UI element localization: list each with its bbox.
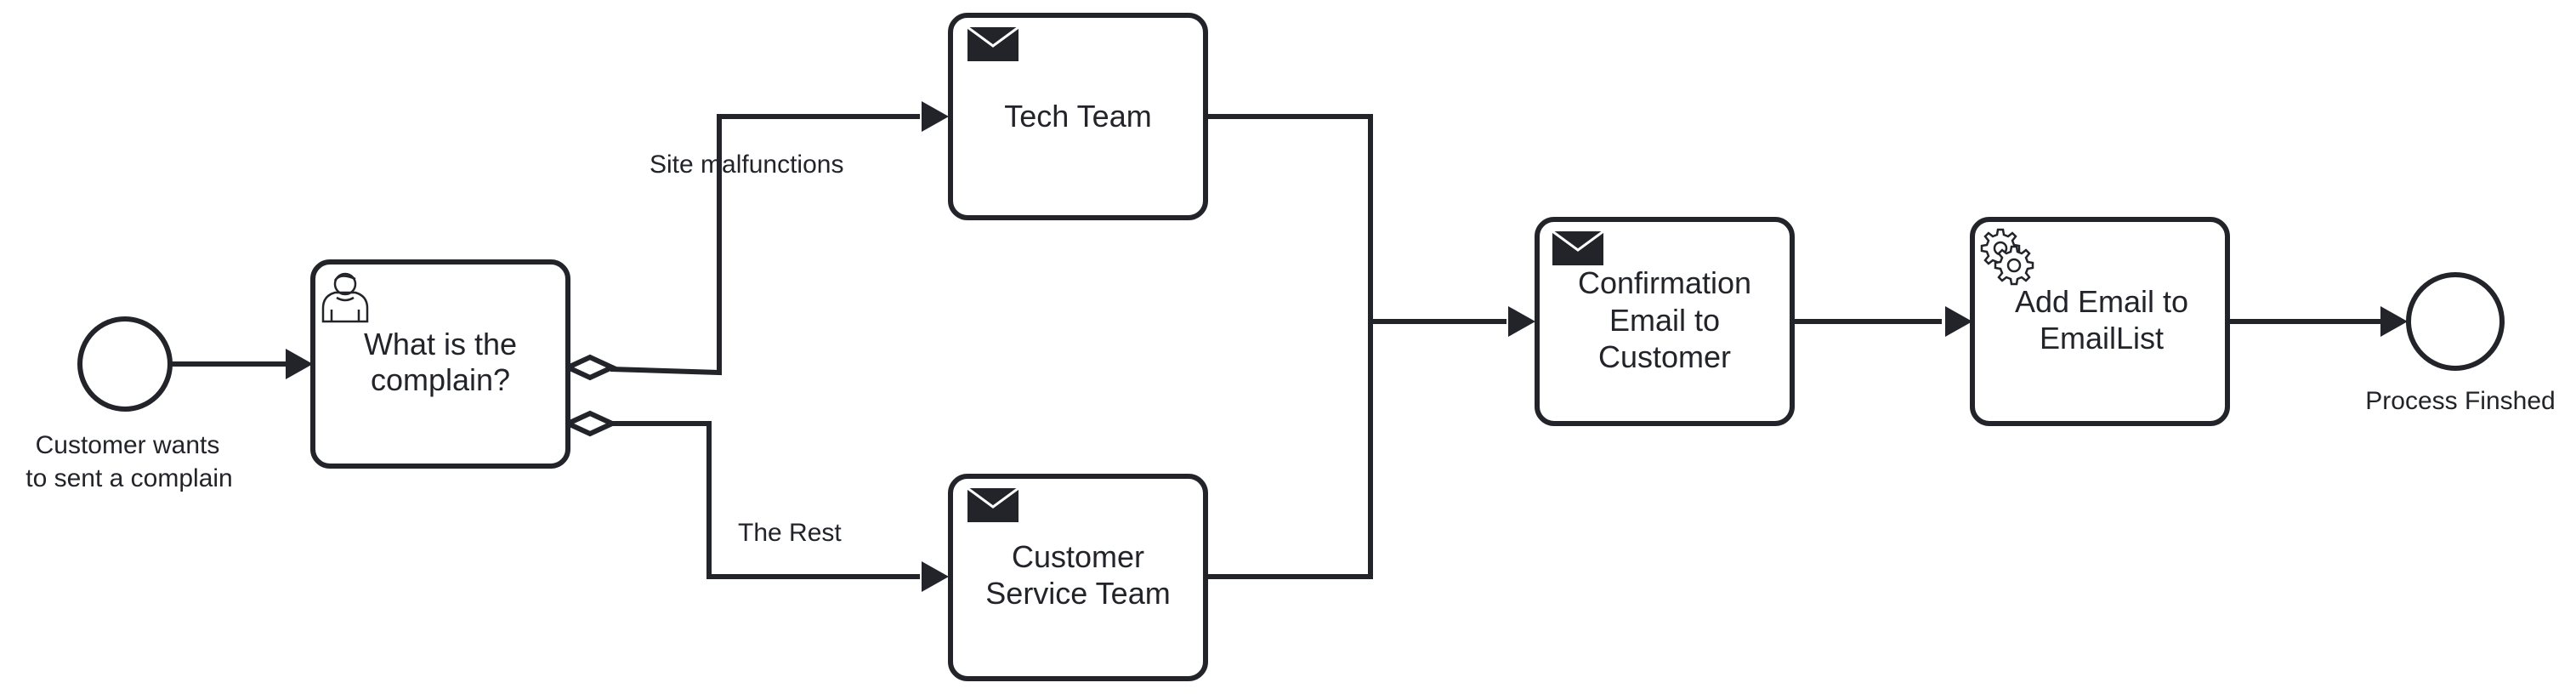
arrowheads <box>286 101 2408 592</box>
arrowhead-end <box>2380 306 2408 337</box>
flow-complain-to-tech[interactable] <box>610 114 920 376</box>
arrowhead-service <box>922 561 949 592</box>
task-box[interactable] <box>310 259 570 469</box>
task-label-line1: Confirmation <box>1578 265 1751 300</box>
flow-label-site-malfunctions: Site malfunctions <box>650 151 843 179</box>
task-label-line3: Customer <box>1598 339 1731 374</box>
task-label-line1: Tech Team <box>1004 99 1151 134</box>
flow-label-the-rest: The Rest <box>738 519 842 547</box>
end-event[interactable] <box>2406 272 2505 371</box>
task-what-is-the-complain[interactable]: What is the complain? <box>310 259 570 469</box>
start-event-label-line1: Customer wants <box>36 431 220 459</box>
envelope-icon <box>1552 230 1604 265</box>
flow-tech-to-merge[interactable] <box>1206 114 1373 579</box>
arrowhead-confirm <box>1508 306 1535 337</box>
start-event-label-line2: to sent a complain <box>26 464 232 492</box>
task-label-line1: Add Email to <box>2015 284 2188 319</box>
start-event[interactable] <box>77 316 173 412</box>
task-box[interactable] <box>1535 217 1795 426</box>
task-label-line1: What is the <box>364 327 517 361</box>
task-label-line2: Service Team <box>985 576 1170 611</box>
arrowhead-addemail <box>1945 306 1972 337</box>
envelope-icon <box>967 26 1019 61</box>
arrowhead-tech <box>922 101 949 132</box>
task-label-line2: complain? <box>371 362 510 397</box>
envelope-icon <box>967 486 1019 522</box>
task-label-line1: Customer <box>1012 539 1144 574</box>
conditional-flow-diamond-bottom <box>561 410 619 437</box>
sequence-flows <box>172 114 2389 579</box>
task-box[interactable] <box>1970 217 2230 426</box>
task-customer-service-team[interactable]: Customer Service Team <box>948 474 1208 681</box>
task-label-line2: EmailList <box>2040 321 2164 356</box>
arrowhead-complain <box>286 349 313 379</box>
task-tech-team[interactable]: Tech Team <box>948 13 1208 220</box>
task-label-line2: Email to <box>1609 303 1720 338</box>
conditional-flow-diamond-top <box>561 354 619 381</box>
task-confirmation-email[interactable]: Confirmation Email to Customer <box>1535 217 1795 426</box>
end-event-label: Process Finshed <box>2365 387 2555 415</box>
task-box[interactable] <box>948 13 1208 220</box>
gear-icon <box>1980 228 2034 286</box>
task-box[interactable] <box>948 474 1208 681</box>
flow-complain-to-service[interactable] <box>610 421 920 579</box>
task-add-email[interactable]: Add Email to EmailList <box>1970 217 2230 426</box>
user-icon <box>321 272 369 323</box>
